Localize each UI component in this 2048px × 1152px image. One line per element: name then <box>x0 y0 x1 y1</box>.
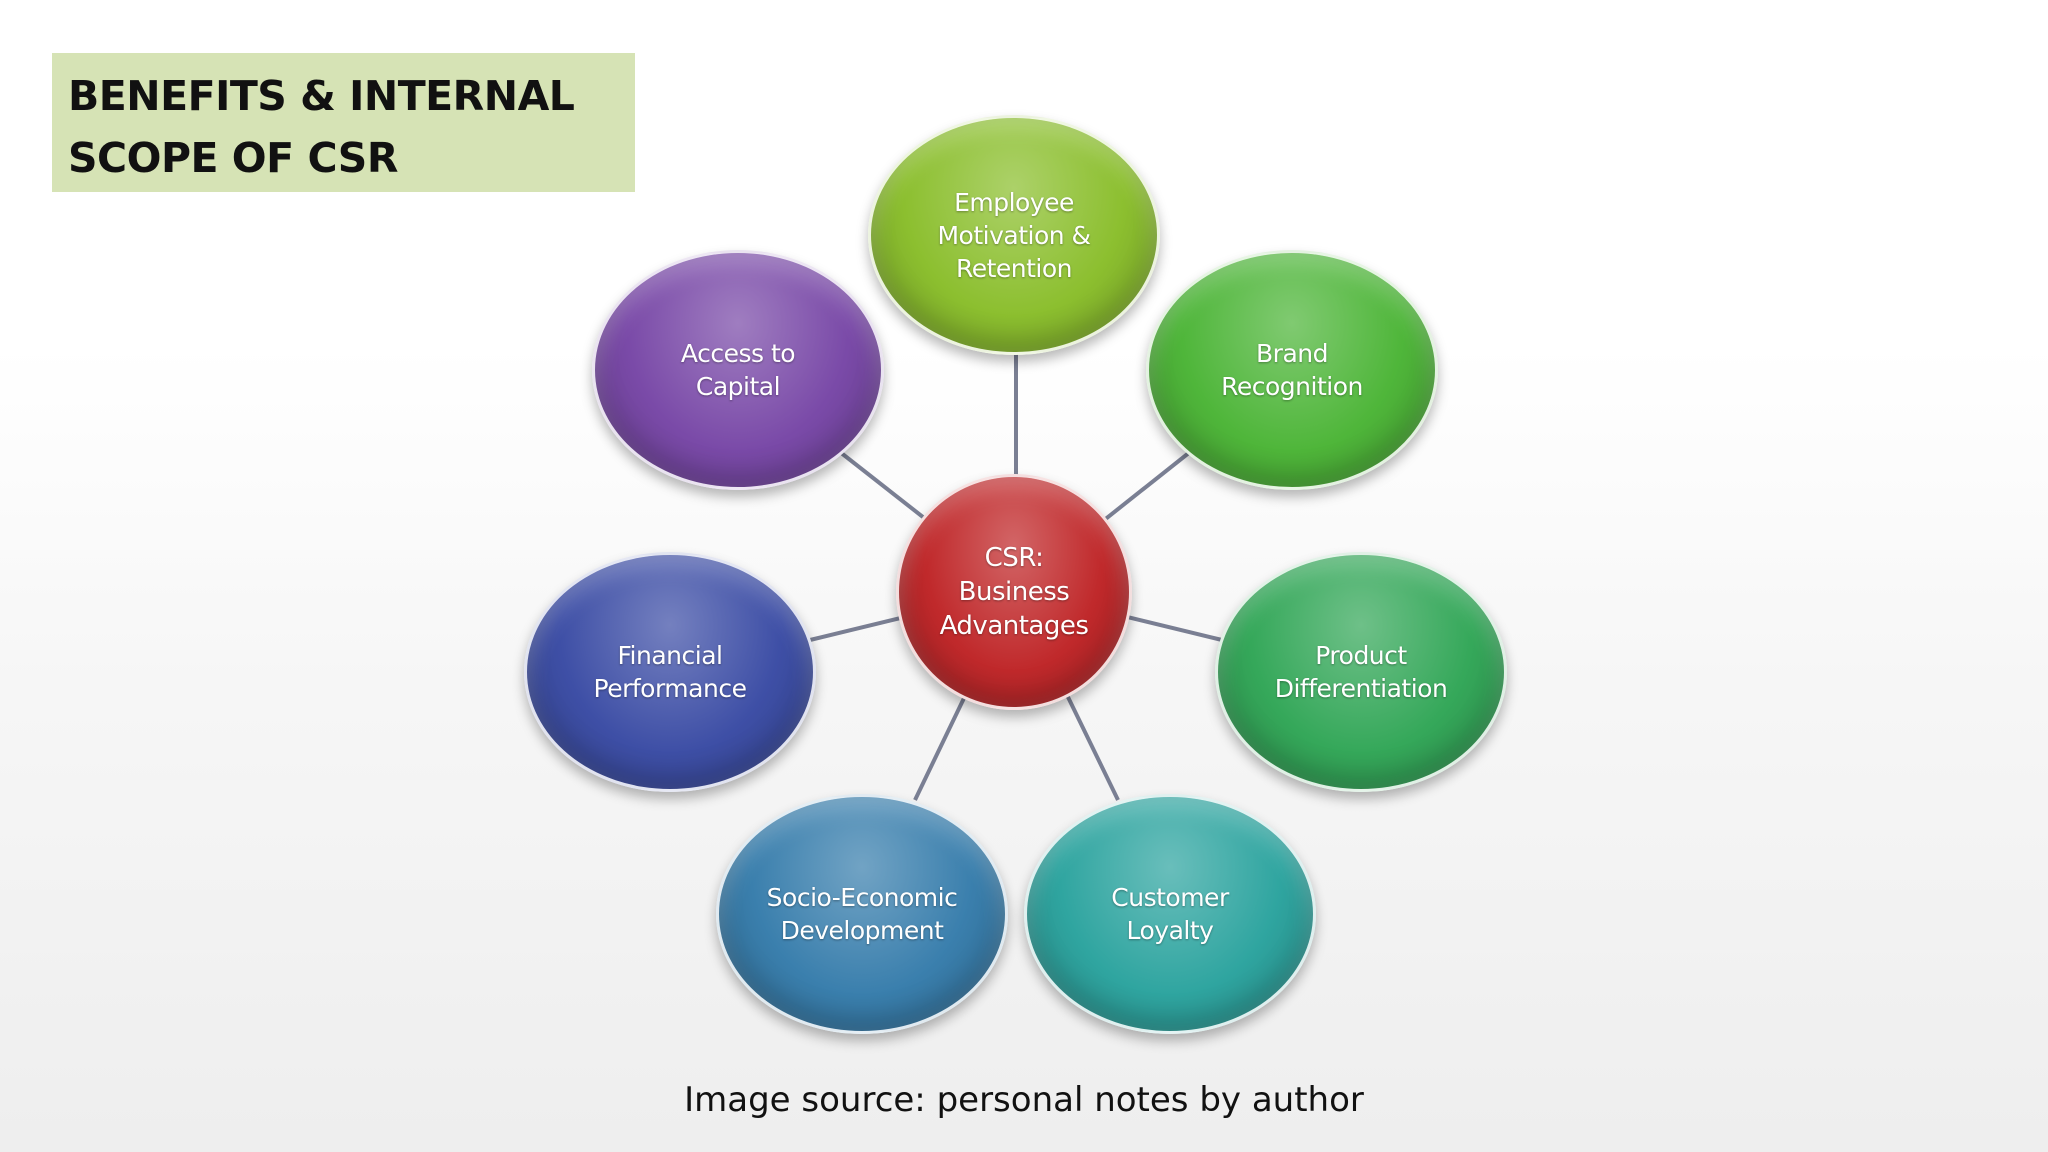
node-label: Product Differentiation <box>1274 641 1448 703</box>
node-label: Financial Performance <box>593 641 747 703</box>
node-label: Customer Loyalty <box>1111 883 1229 945</box>
node-brand-recognition: Brand Recognition <box>1146 250 1438 490</box>
slide-title-line-2: SCOPE OF CSR <box>68 134 398 182</box>
slide-title: BENEFITS & INTERNAL SCOPE OF CSR <box>52 53 635 192</box>
node-product-differentiation: Product Differentiation <box>1215 552 1507 792</box>
node-customer-loyalty: Customer Loyalty <box>1024 794 1316 1034</box>
node-employee-motivation: Employee Motivation & Retention <box>868 115 1160 355</box>
node-label: Access to Capital <box>680 339 796 401</box>
node-financial-performance: Financial Performance <box>524 552 816 792</box>
node-center-csr: CSR: Business Advantages <box>896 474 1132 710</box>
node-label: Brand Recognition <box>1221 339 1363 401</box>
image-source-caption: Image source: personal notes by author <box>684 1080 1364 1120</box>
node-label: Employee Motivation & Retention <box>937 187 1091 283</box>
node-socio-economic-development: Socio-Economic Development <box>716 794 1008 1034</box>
slide-title-line-1: BENEFITS & INTERNAL <box>68 72 575 120</box>
center-label: CSR: Business Advantages <box>939 543 1089 641</box>
node-label: Socio-Economic Development <box>766 883 958 945</box>
node-access-to-capital: Access to Capital <box>592 250 884 490</box>
